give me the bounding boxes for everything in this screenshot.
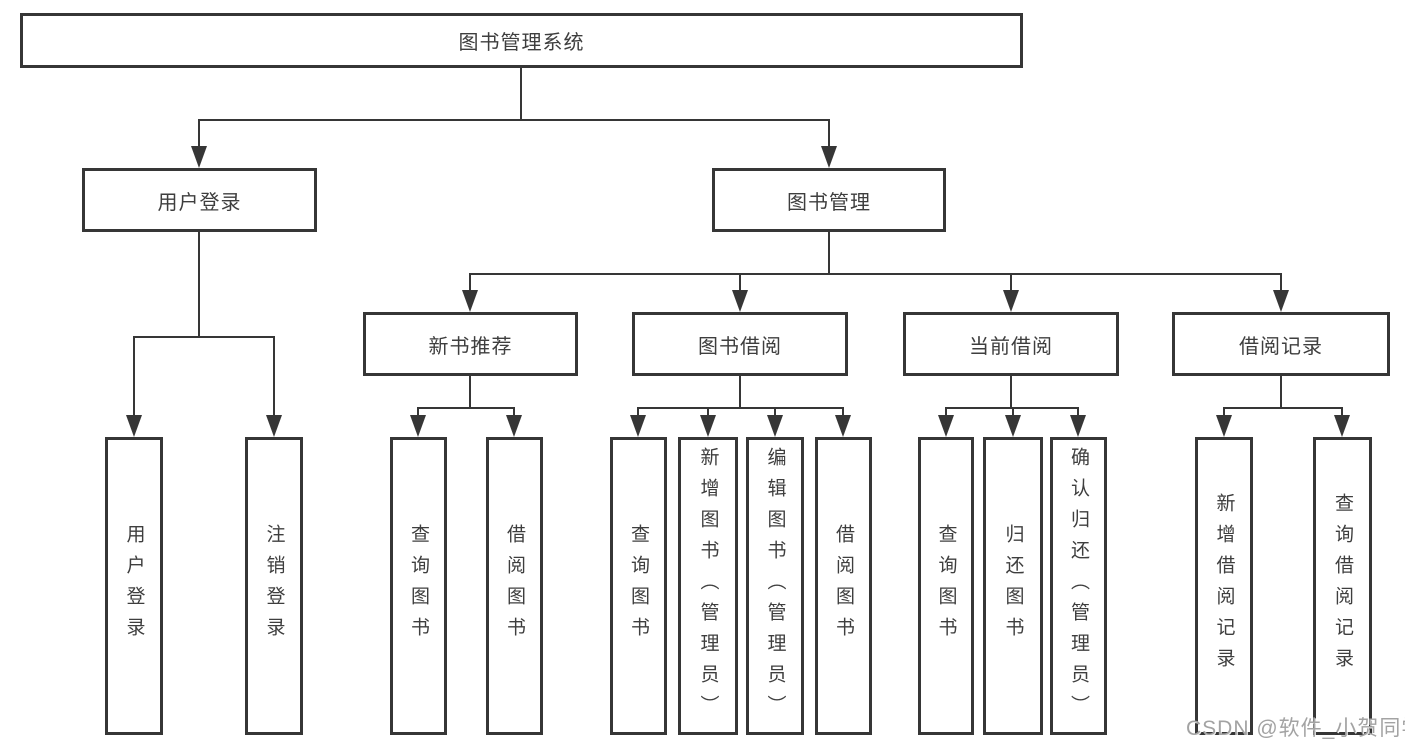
node-user-login-label: 用户登录	[157, 191, 242, 214]
node-new-book-recommend: 新书推荐	[363, 312, 578, 376]
node-book-borrowing-label: 图书借阅	[698, 335, 782, 358]
arrowhead-down-icon	[410, 415, 426, 437]
leaf-logout: 注销登录	[245, 437, 303, 735]
node-current-borrowing: 当前借阅	[903, 312, 1119, 376]
arrowhead-down-icon	[630, 415, 646, 437]
leaf-query-borrow-record: 查询借阅记录	[1313, 437, 1372, 735]
connector-line	[1223, 407, 1225, 418]
leaf-query-books-borrowing-label: 查询图书	[628, 524, 649, 648]
connector-line	[198, 119, 200, 149]
connector-line	[469, 376, 471, 409]
leaf-confirm-return-admin-label: 确认归还（管理员）	[1068, 446, 1089, 726]
leaf-query-books-borrowing: 查询图书	[610, 437, 667, 735]
connector-line	[842, 407, 844, 418]
arrowhead-down-icon	[191, 146, 207, 168]
connector-line	[133, 336, 275, 338]
connector-line	[1224, 407, 1343, 409]
leaf-borrow-books-borrowing: 借阅图书	[815, 437, 872, 735]
connector-line	[739, 273, 741, 292]
leaf-borrow-books-borrowing-label: 借阅图书	[833, 524, 854, 648]
leaf-logout-label: 注销登录	[263, 524, 285, 648]
node-current-borrowing-label: 当前借阅	[969, 335, 1053, 358]
connector-line	[1010, 273, 1012, 292]
connector-line	[470, 273, 1281, 275]
leaf-edit-book-admin: 编辑图书（管理员）	[746, 437, 804, 735]
leaf-borrow-books-recommend: 借阅图书	[486, 437, 543, 735]
connector-line	[273, 336, 275, 417]
arrowhead-down-icon	[1273, 290, 1289, 312]
connector-line	[739, 376, 741, 409]
leaf-user-login: 用户登录	[105, 437, 163, 735]
node-new-book-recommend-label: 新书推荐	[428, 335, 513, 358]
connector-line	[637, 407, 639, 418]
connector-line	[1010, 376, 1012, 409]
csdn-watermark: CSDN @软件_小贺同学	[1186, 717, 1405, 740]
connector-line	[707, 407, 709, 418]
arrowhead-down-icon	[506, 415, 522, 437]
leaf-query-books-current: 查询图书	[918, 437, 974, 735]
leaf-query-borrow-record-label: 查询借阅记录	[1332, 493, 1353, 679]
leaf-add-borrow-record: 新增借阅记录	[1195, 437, 1253, 735]
arrowhead-down-icon	[1003, 290, 1019, 312]
node-book-borrowing: 图书借阅	[632, 312, 848, 376]
node-root-label: 图书管理系统	[458, 32, 585, 54]
arrowhead-down-icon	[1216, 415, 1232, 437]
node-user-login: 用户登录	[82, 168, 317, 232]
node-borrow-records: 借阅记录	[1172, 312, 1390, 376]
arrowhead-down-icon	[1070, 415, 1086, 437]
arrowhead-down-icon	[1334, 415, 1350, 437]
leaf-confirm-return-admin: 确认归还（管理员）	[1050, 437, 1107, 735]
connector-line	[1341, 407, 1343, 418]
arrowhead-down-icon	[266, 415, 282, 437]
arrowhead-down-icon	[767, 415, 783, 437]
arrowhead-down-icon	[462, 290, 478, 312]
leaf-return-books-label: 归还图书	[1002, 524, 1024, 648]
arrowhead-down-icon	[732, 290, 748, 312]
connector-line	[638, 407, 844, 409]
arrowhead-down-icon	[126, 415, 142, 437]
connector-line	[1077, 407, 1079, 418]
connector-line	[774, 407, 776, 418]
node-borrow-records-label: 借阅记录	[1239, 335, 1323, 358]
arrowhead-down-icon	[835, 415, 851, 437]
connector-line	[1280, 273, 1282, 292]
leaf-add-borrow-record-label: 新增借阅记录	[1213, 493, 1235, 679]
connector-line	[945, 407, 947, 418]
leaf-add-book-admin: 新增图书（管理员）	[678, 437, 738, 735]
arrowhead-down-icon	[938, 415, 954, 437]
connector-line	[133, 336, 135, 417]
connector-line	[828, 119, 830, 149]
leaf-query-books-recommend: 查询图书	[390, 437, 447, 735]
connector-line	[417, 407, 419, 418]
node-root: 图书管理系统	[20, 13, 1023, 68]
arrowhead-down-icon	[1005, 415, 1021, 437]
leaf-return-books: 归还图书	[983, 437, 1043, 735]
connector-line	[1280, 376, 1282, 409]
connector-line	[469, 273, 471, 292]
leaf-query-books-recommend-label: 查询图书	[408, 524, 429, 648]
leaf-borrow-books-recommend-label: 借阅图书	[504, 524, 525, 648]
connector-line	[199, 119, 830, 121]
connector-line	[1012, 407, 1014, 418]
connector-line	[418, 407, 515, 409]
node-book-management: 图书管理	[712, 168, 946, 232]
arrowhead-down-icon	[700, 415, 716, 437]
connector-line	[198, 232, 200, 338]
connector-line	[520, 68, 522, 121]
leaf-user-login-label: 用户登录	[123, 524, 145, 648]
connector-line	[828, 232, 830, 275]
leaf-query-books-current-label: 查询图书	[935, 524, 957, 648]
leaf-edit-book-admin-label: 编辑图书（管理员）	[764, 446, 786, 726]
arrowhead-down-icon	[821, 146, 837, 168]
node-book-management-label: 图书管理	[787, 191, 871, 214]
connector-line	[513, 407, 515, 418]
leaf-add-book-admin-label: 新增图书（管理员）	[697, 446, 719, 726]
